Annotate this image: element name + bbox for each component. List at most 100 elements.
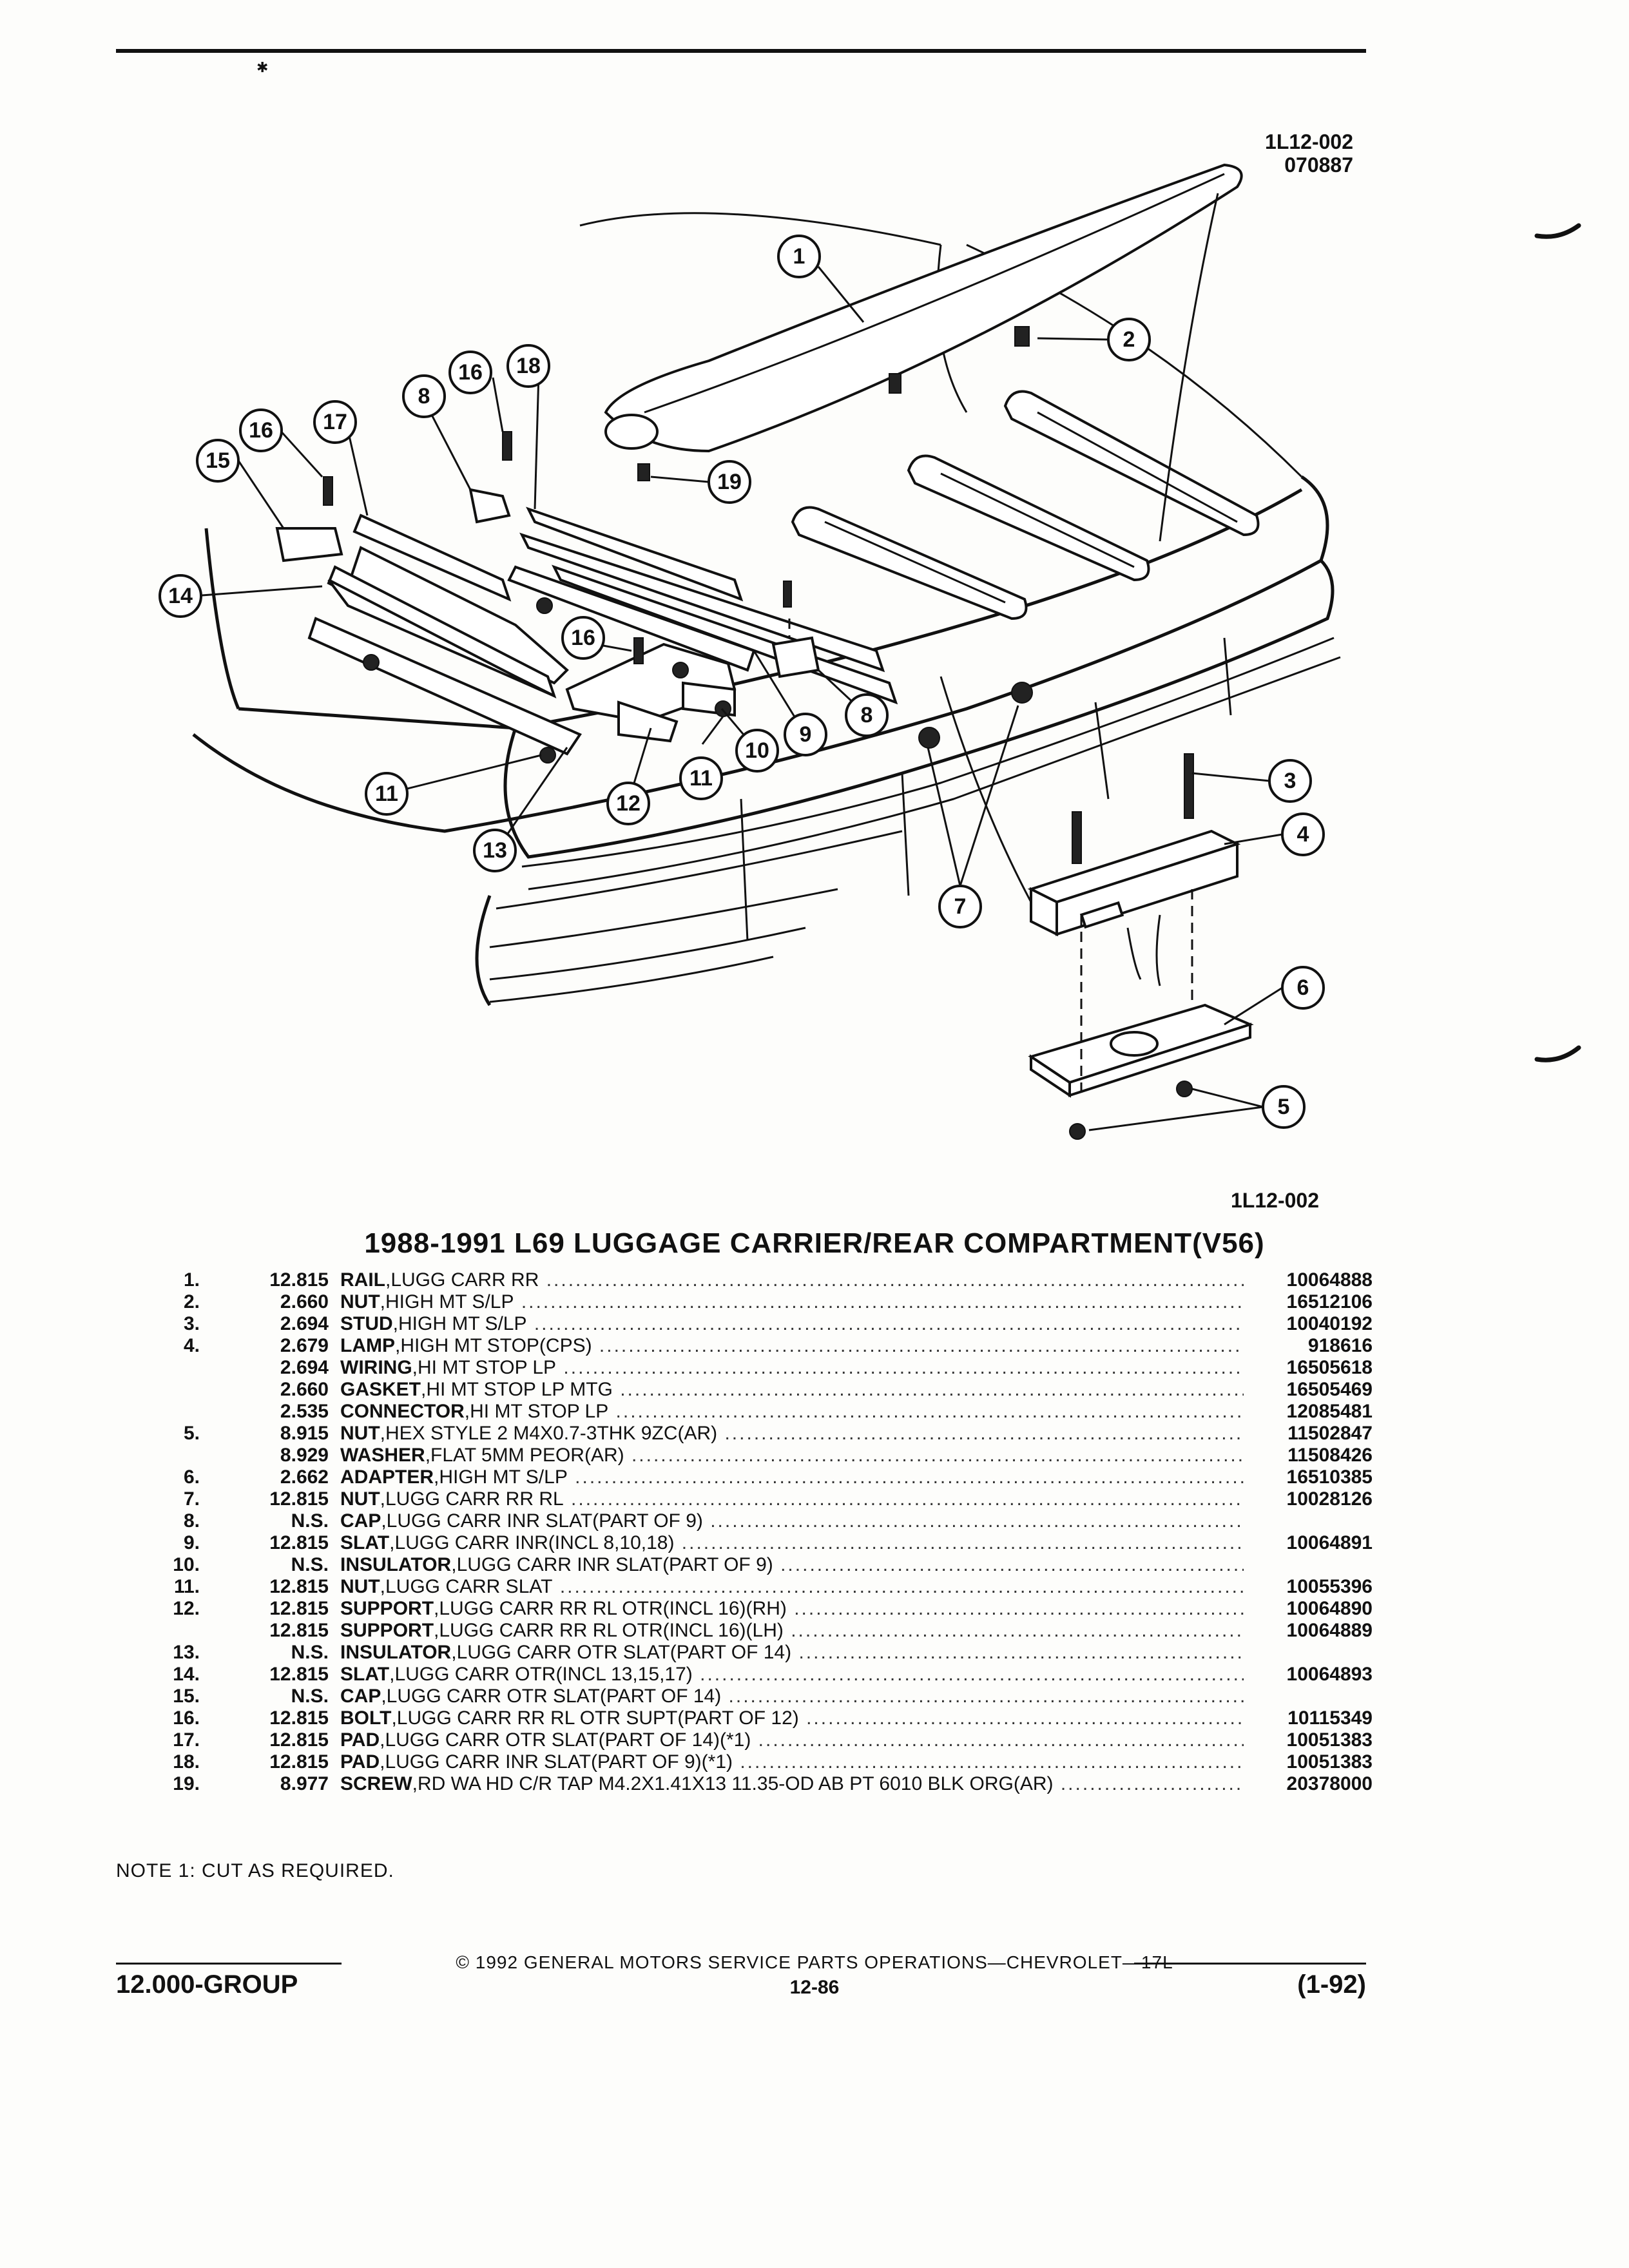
svg-text:11: 11: [375, 782, 398, 806]
svg-text:16: 16: [571, 626, 595, 650]
inner-slat: [468, 488, 898, 705]
item-number: 17.: [173, 1729, 200, 1751]
part-detail: ,LUGG CARR OTR(INCL 13,15,17): [389, 1664, 693, 1685]
group-number: 8.929: [280, 1445, 329, 1466]
part-name: SCREW: [340, 1773, 412, 1794]
fasteners: [323, 326, 1194, 1140]
top-rule: [116, 49, 1366, 53]
part-detail: ,LUGG CARR OTR SLAT(PART OF 14): [451, 1642, 792, 1663]
part-description: INSULATOR,LUGG CARR INR SLAT(PART OF 9) …: [340, 1554, 1244, 1576]
part-detail: ,HIGH MT S/LP: [434, 1466, 568, 1488]
scan-mark: ✱: [256, 59, 269, 75]
part-detail: ,LUGG CARR OTR SLAT(PART OF 14): [381, 1686, 722, 1707]
callout-11b: 11: [679, 756, 723, 800]
footer-rule-left: [116, 1963, 342, 1965]
part-detail: ,LUGG CARR OTR SLAT(PART OF 14)(*1): [380, 1729, 751, 1751]
group-label: 12.000-GROUP: [116, 1970, 298, 1999]
svg-text:1: 1: [793, 244, 805, 269]
item-number: 15.: [173, 1686, 200, 1707]
binder-mark-2: [1534, 1045, 1581, 1062]
leader-dots: ........................................…: [620, 1379, 1244, 1400]
item-number: 16.: [173, 1707, 200, 1729]
group-number: 8.915: [280, 1423, 329, 1444]
part-number: 10040192: [1286, 1313, 1373, 1334]
part-detail: ,HIGH MT S/LP: [380, 1291, 514, 1312]
part-detail: ,LUGG CARR RR: [385, 1269, 539, 1291]
part-description: WASHER,FLAT 5MM PEOR(AR) ...............…: [340, 1445, 1244, 1466]
group-number: 12.815: [269, 1664, 329, 1685]
leader-dots: ........................................…: [740, 1751, 1244, 1773]
callout-8b: 8: [845, 693, 889, 737]
group-number: 12.815: [269, 1751, 329, 1773]
item-number: 8.: [183, 1510, 200, 1532]
part-description: SUPPORT,LUGG CARR RR RL OTR(INCL 16)(RH)…: [340, 1598, 1244, 1620]
figure-code-top-line2: 070887: [1284, 153, 1353, 177]
callout-17: 17: [313, 400, 357, 444]
svg-text:2: 2: [1123, 327, 1135, 352]
item-number: 10.: [173, 1554, 200, 1575]
group-number: 2.660: [280, 1379, 329, 1400]
callout-16a: 16: [239, 408, 283, 452]
group-number: 2.679: [280, 1335, 329, 1356]
group-number: 12.815: [269, 1729, 329, 1751]
leader-dots: ........................................…: [615, 1401, 1244, 1422]
callout-13: 13: [473, 829, 517, 872]
callout-14: 14: [159, 574, 202, 618]
callout-15: 15: [196, 439, 240, 483]
part-detail: ,LUGG CARR INR(INCL 8,10,18): [389, 1532, 675, 1553]
leader-dots: ........................................…: [559, 1576, 1244, 1597]
callout-16b: 16: [448, 351, 492, 394]
part-name: LAMP: [340, 1335, 395, 1356]
part-detail: ,LUGG CARR INR SLAT(PART OF 9): [451, 1554, 773, 1575]
callout-18: 18: [506, 344, 550, 388]
leader-dots: ........................................…: [1060, 1773, 1244, 1794]
svg-text:8: 8: [418, 384, 430, 408]
part-name: GASKET: [340, 1379, 421, 1400]
callout-19: 19: [708, 460, 751, 504]
part-number: 10064890: [1286, 1598, 1373, 1619]
group-number: 2.535: [280, 1401, 329, 1422]
part-description: NUT,HEX STYLE 2 M4X0.7-3THK 9ZC(AR) ....…: [340, 1423, 1244, 1445]
part-number: 12085481: [1286, 1401, 1373, 1422]
part-name: CAP: [340, 1686, 381, 1707]
leader-dots: ........................................…: [700, 1664, 1244, 1685]
part-name: WIRING: [340, 1357, 412, 1378]
part-description: NUT,LUGG CARR RR RL ....................…: [340, 1488, 1244, 1510]
group-number: N.S.: [291, 1686, 329, 1707]
part-description: PAD,LUGG CARR INR SLAT(PART OF 9)(*1) ..…: [340, 1751, 1244, 1773]
callout-10: 10: [735, 729, 779, 773]
svg-text:14: 14: [168, 584, 193, 608]
svg-text:17: 17: [323, 410, 347, 434]
part-description: CAP,LUGG CARR OTR SLAT(PART OF 14) .....…: [340, 1686, 1244, 1707]
copyright-line: © 1992 GENERAL MOTORS SERVICE PARTS OPER…: [456, 1952, 1173, 1972]
leader-dots: ........................................…: [681, 1532, 1244, 1553]
item-number: 12.: [173, 1598, 200, 1619]
part-name: SLAT: [340, 1532, 390, 1553]
svg-text:18: 18: [516, 354, 541, 378]
page-number: 12-86: [789, 1977, 840, 1998]
leader-dots: ........................................…: [798, 1642, 1244, 1663]
leader-dots: ........................................…: [724, 1423, 1244, 1444]
group-number: 12.815: [269, 1598, 329, 1619]
part-number: 918616: [1307, 1335, 1373, 1356]
group-number: 2.694: [280, 1357, 329, 1378]
group-number: 2.694: [280, 1313, 329, 1334]
parts-row: 12. 12.815 SUPPORT,LUGG CARR RR RL OTR(INC…: [155, 1598, 1373, 1620]
leader-dots: ........................................…: [599, 1335, 1244, 1356]
part-name: SLAT: [340, 1664, 390, 1685]
item-number: 7.: [183, 1488, 200, 1510]
item-number: 4.: [183, 1335, 200, 1356]
item-number: 9.: [183, 1532, 200, 1553]
svg-text:5: 5: [1278, 1095, 1290, 1119]
